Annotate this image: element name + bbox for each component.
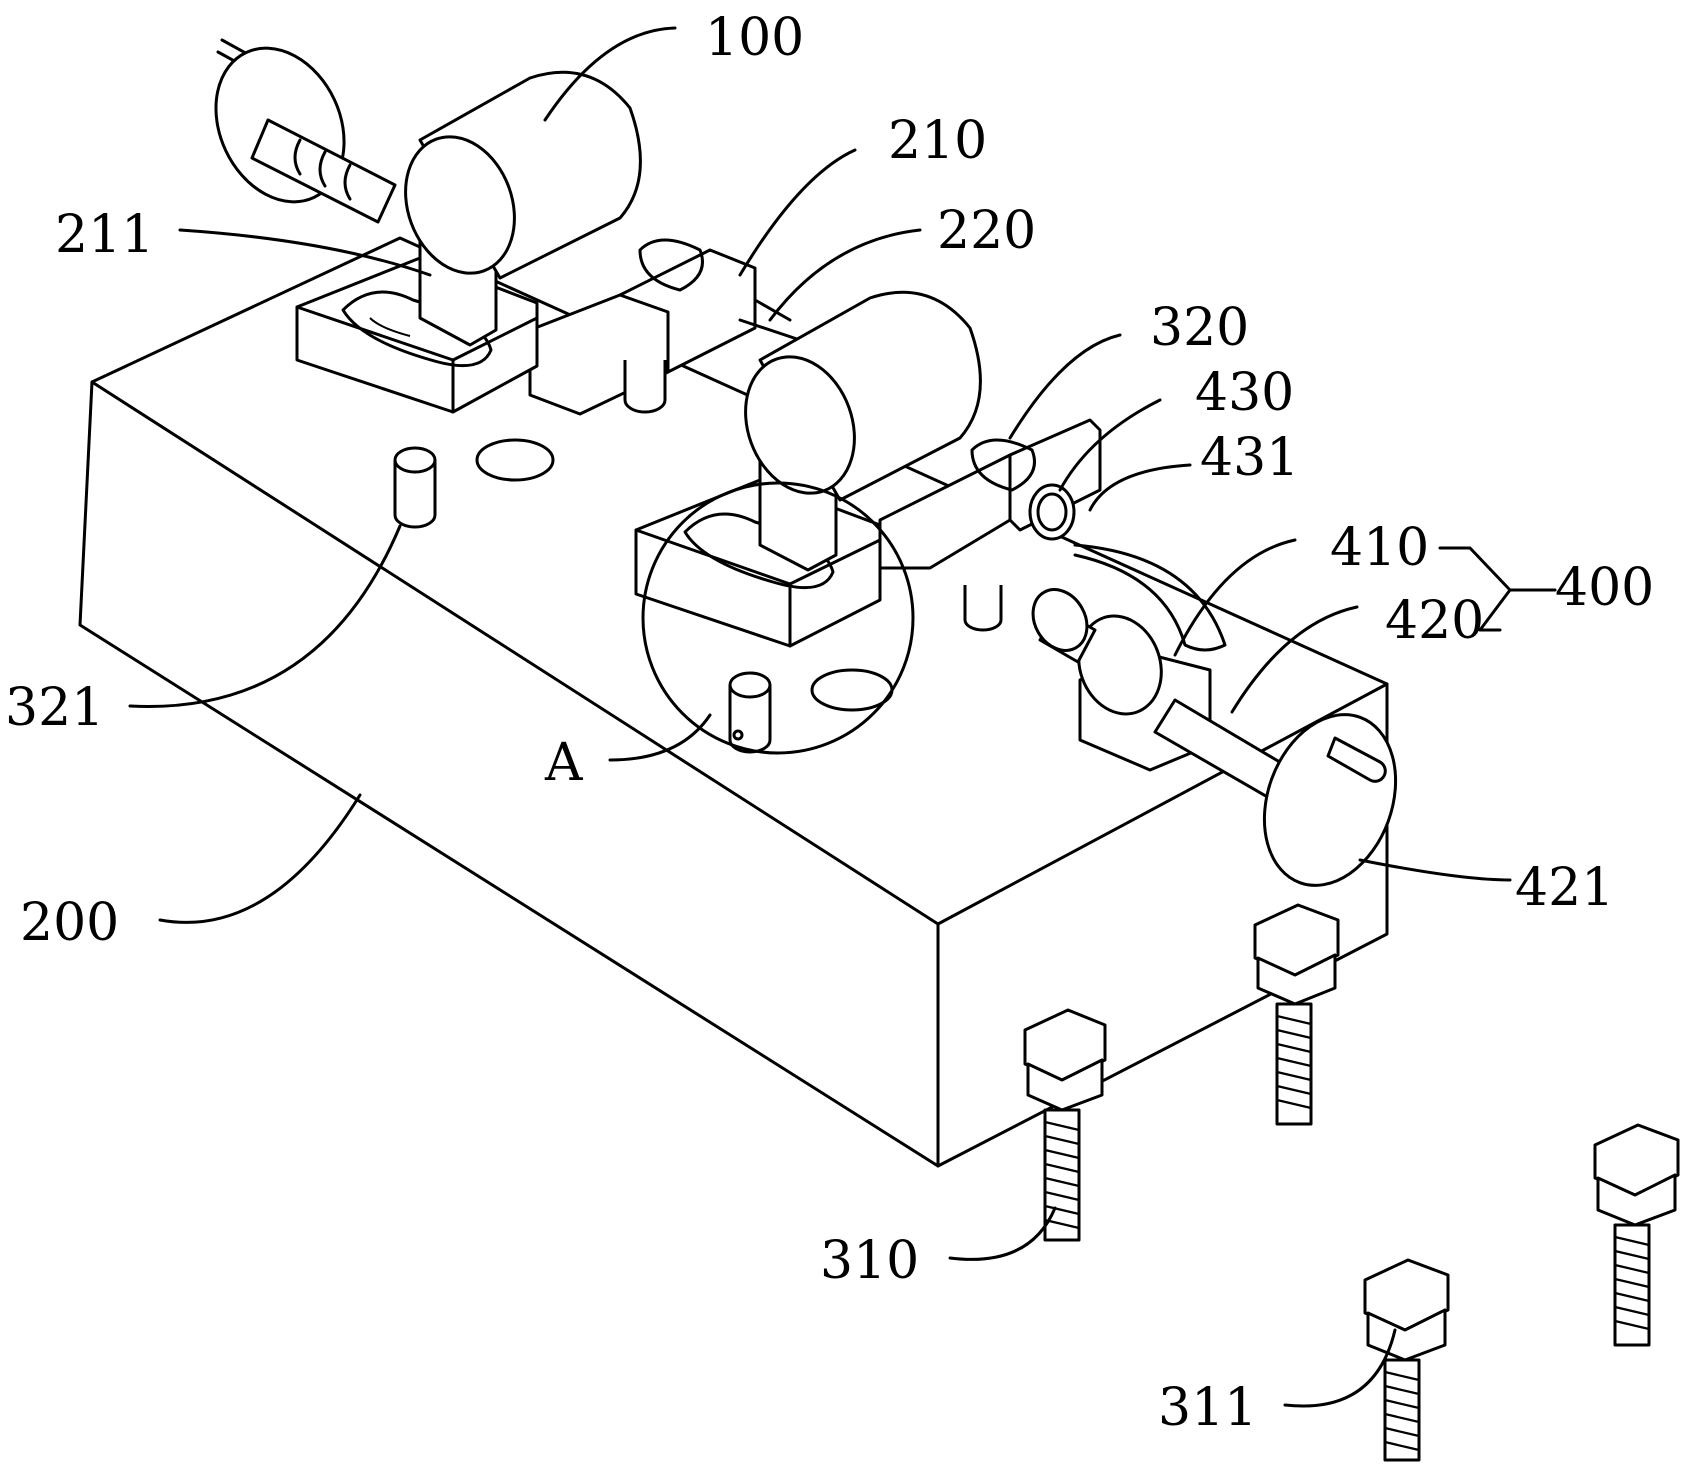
label-200: 200 xyxy=(20,893,119,953)
screw-310b xyxy=(1253,903,1340,1126)
screw-310 xyxy=(1023,1008,1107,1242)
label-100: 100 xyxy=(705,8,804,68)
label-431: 431 xyxy=(1200,428,1299,488)
screw-311b xyxy=(1593,1123,1680,1347)
label-210: 210 xyxy=(888,111,987,171)
label-A: A xyxy=(544,733,584,793)
label-311: 311 xyxy=(1158,1378,1257,1438)
label-211: 211 xyxy=(55,205,154,265)
label-430: 430 xyxy=(1195,363,1294,423)
label-400: 400 xyxy=(1555,558,1654,618)
reference-labels: 100 210 211 220 320 430 431 410 400 420 … xyxy=(5,8,1654,1438)
rear-knob-shaft xyxy=(214,38,397,224)
screw-311 xyxy=(1363,1258,1450,1462)
label-220: 220 xyxy=(937,201,1036,261)
right-clamp-block xyxy=(634,290,1102,755)
label-410: 410 xyxy=(1330,518,1429,578)
adjusting-mechanism-400 xyxy=(1031,543,1398,887)
left-clamp-block xyxy=(295,70,757,529)
label-321: 321 xyxy=(5,678,104,738)
leader-lines xyxy=(128,26,1557,1408)
label-320: 320 xyxy=(1150,298,1249,358)
label-310: 310 xyxy=(820,1231,919,1291)
label-420: 420 xyxy=(1385,591,1484,651)
label-421: 421 xyxy=(1515,858,1614,918)
